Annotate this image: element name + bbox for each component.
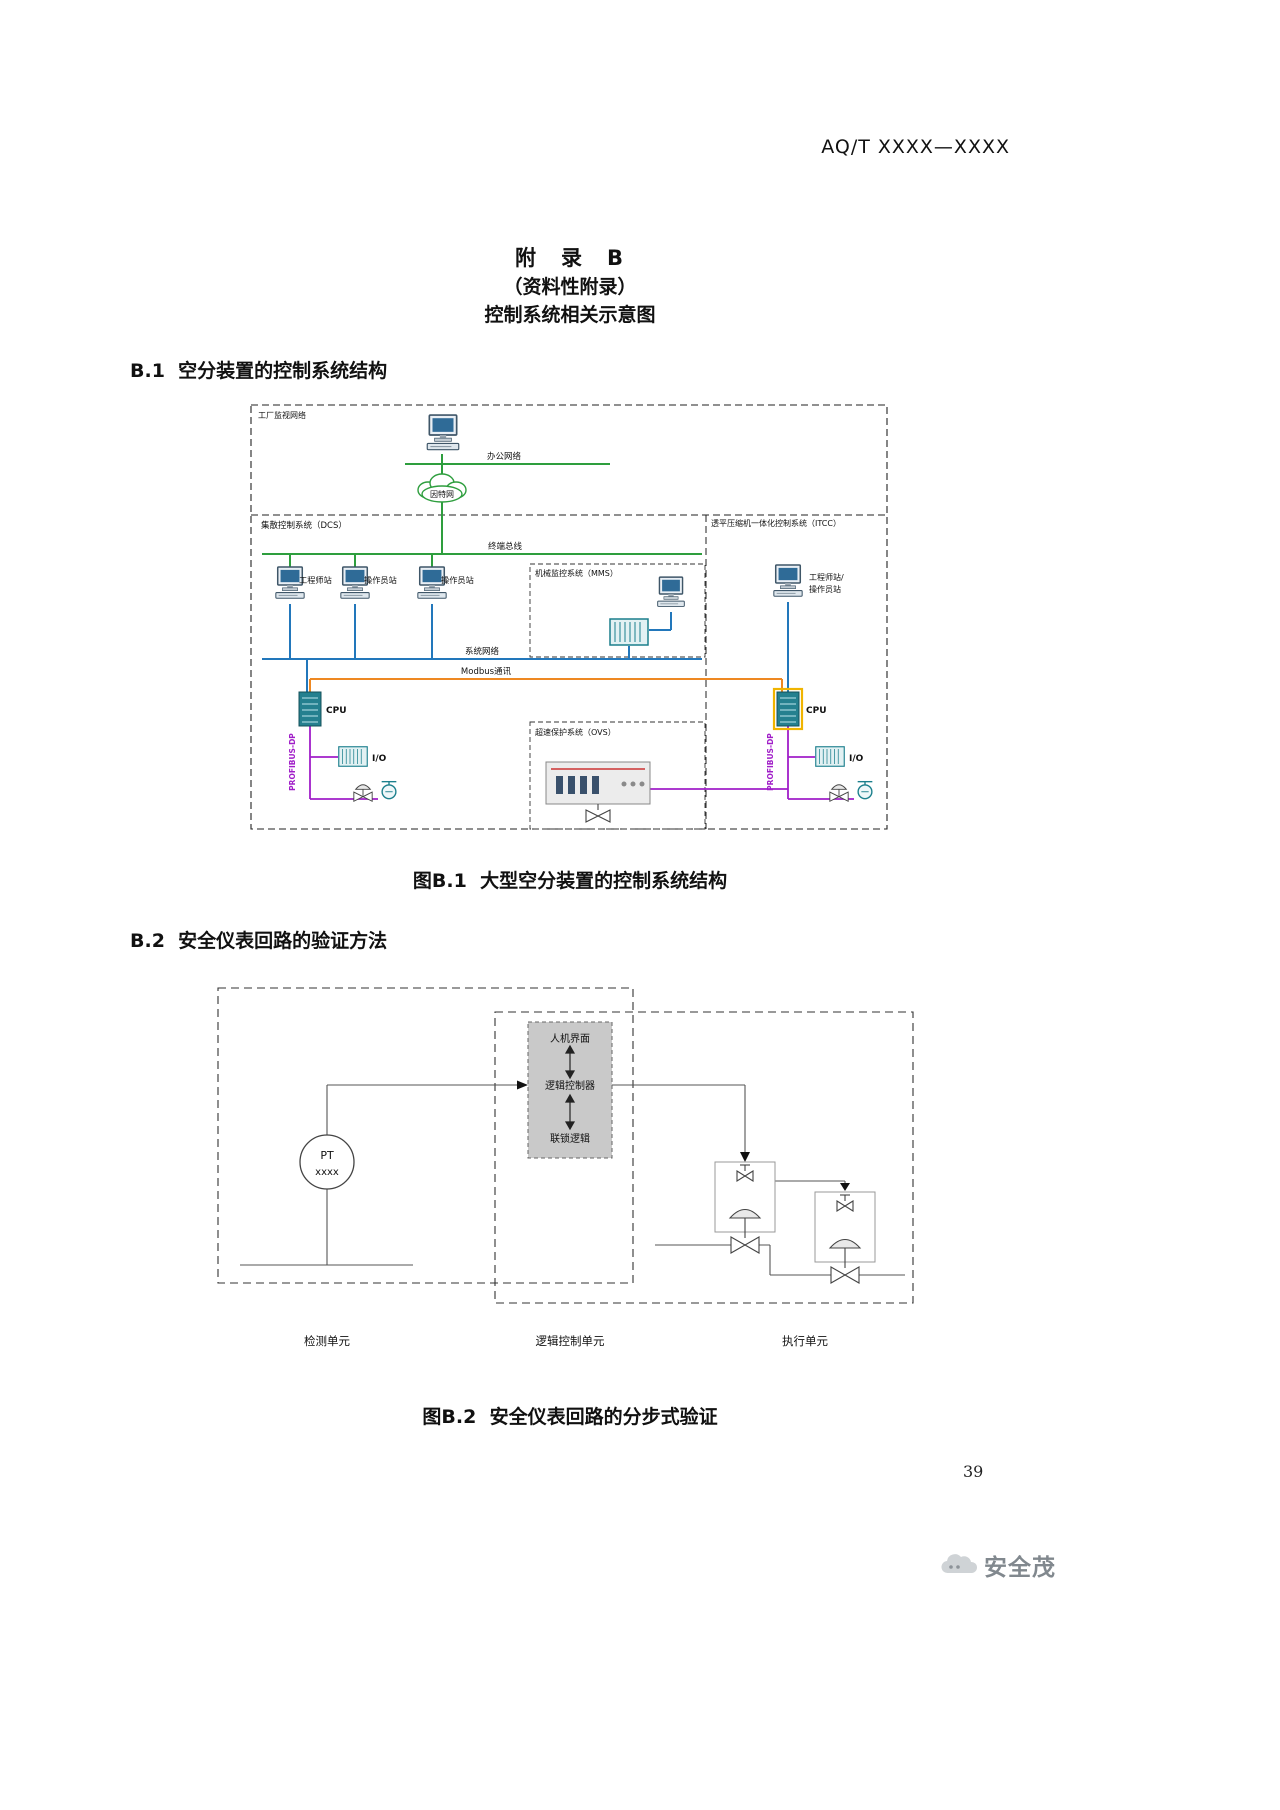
ovs-panel (545, 761, 651, 805)
figure-b1-caption: 图B.1 大型空分装置的控制系统结构 (412, 870, 728, 892)
logic-unit-label: 逻辑控制单元 (536, 1334, 605, 1348)
transmitter-left-icon (380, 780, 398, 800)
execution-unit-label: 执行单元 (782, 1334, 828, 1348)
logic-unit-box (494, 1011, 914, 1304)
cpu-right-block (772, 687, 804, 731)
io-left-label: I/O (372, 754, 387, 764)
arrow-into-valve1 (740, 1152, 750, 1162)
mms-computer-icon (656, 576, 686, 608)
system-network-label: 系统网络 (465, 646, 500, 657)
valve-assembly-2 (814, 1191, 876, 1284)
internet-cloud: 因特网 (417, 473, 467, 503)
profibus-left-label: PROFIBUS-DP (288, 733, 297, 791)
mms-monitor-rack-icon (609, 618, 649, 646)
cpu-right-label: CPU (806, 706, 827, 716)
pt-tag-label: PT (320, 1149, 334, 1162)
figure-b1-diagram: 因特网 (250, 404, 888, 830)
appendix-subject: 控制系统相关示意图 (484, 304, 656, 326)
arrow-into-valve2 (840, 1183, 850, 1191)
mms-box (529, 563, 706, 658)
transmitter-right-icon (856, 780, 874, 800)
green-network-lines (262, 454, 702, 568)
operator-station-2-label: 操作员站 (441, 575, 474, 585)
blue-network-lines (262, 602, 789, 692)
hmi-label: 人机界面 (550, 1032, 590, 1045)
logic-controller-label: 逻辑控制器 (545, 1079, 595, 1092)
hmi-logic-arrow (564, 1044, 576, 1080)
logic-solver-box: 人机界面 逻辑控制器 联锁逻辑 (527, 1021, 613, 1159)
figure-b2-caption: 图B.2 安全仪表回路的分步式验证 (422, 1406, 718, 1428)
cpu-left-block (298, 691, 322, 727)
brand-watermark: 安全茂 (938, 1548, 1056, 1582)
io-right-rack-icon (815, 746, 845, 767)
pt-number-label: xxxx (315, 1167, 339, 1178)
modbus-line (309, 678, 783, 692)
factory-network-label: 工厂监视网络 (258, 410, 306, 420)
section-b1-heading: B.1 空分装置的控制系统结构 (130, 360, 388, 382)
valve-assembly-1 (714, 1161, 776, 1254)
itcc-station-label-2: 操作员站 (809, 584, 841, 594)
interlock-logic-label: 联锁逻辑 (550, 1132, 590, 1145)
io-left-rack-icon (338, 746, 368, 767)
operator-station-1-label: 操作员站 (364, 575, 397, 585)
appendix-subtitle: （资料性附录） (503, 276, 637, 298)
dcs-label: 集散控制系统（DCS） (261, 520, 347, 531)
brand-cloud-icon (941, 1554, 978, 1574)
io-right-label: I/O (849, 754, 864, 764)
logic-interlock-arrow (564, 1093, 576, 1131)
engineer-station-label: 工程师站 (299, 575, 332, 585)
itcc-station-icon (773, 564, 803, 597)
itcc-label: 透平压缩机一体化控制系统（ITCC） (711, 518, 841, 528)
ovs-valve-icon (585, 804, 611, 823)
office-computer-icon (426, 414, 460, 451)
detection-unit-box (217, 987, 634, 1284)
figure-b2-diagram: 人机界面 逻辑控制器 联锁逻辑 (217, 987, 914, 1348)
terminal-bus-label: 终端总线 (488, 541, 523, 552)
appendix-title: 附 录 B (514, 246, 625, 270)
section-b2-heading: B.2 安全仪表回路的验证方法 (130, 930, 388, 952)
pressure-transmitter: PT xxxx (299, 1134, 355, 1190)
detection-unit-label: 检测单元 (304, 1334, 350, 1348)
cpu-left-label: CPU (326, 706, 347, 716)
standard-reference: AQ/T XXXX—XXXX (821, 136, 1010, 158)
page-number: 39 (963, 1462, 984, 1481)
brand-name: 安全茂 (984, 1555, 1056, 1581)
internet-label: 因特网 (430, 489, 454, 499)
office-network-label: 办公网络 (487, 451, 522, 462)
arrow-into-logic (517, 1080, 528, 1090)
itcc-station-label-1: 工程师站/ (809, 572, 844, 582)
mms-label: 机械监控系统（MMS） (535, 568, 618, 578)
profibus-right-label: PROFIBUS-DP (766, 733, 775, 791)
ovs-label: 超速保护系统（OVS） (535, 727, 616, 737)
ovs-box (529, 721, 706, 830)
modbus-label: Modbus通讯 (461, 666, 512, 677)
